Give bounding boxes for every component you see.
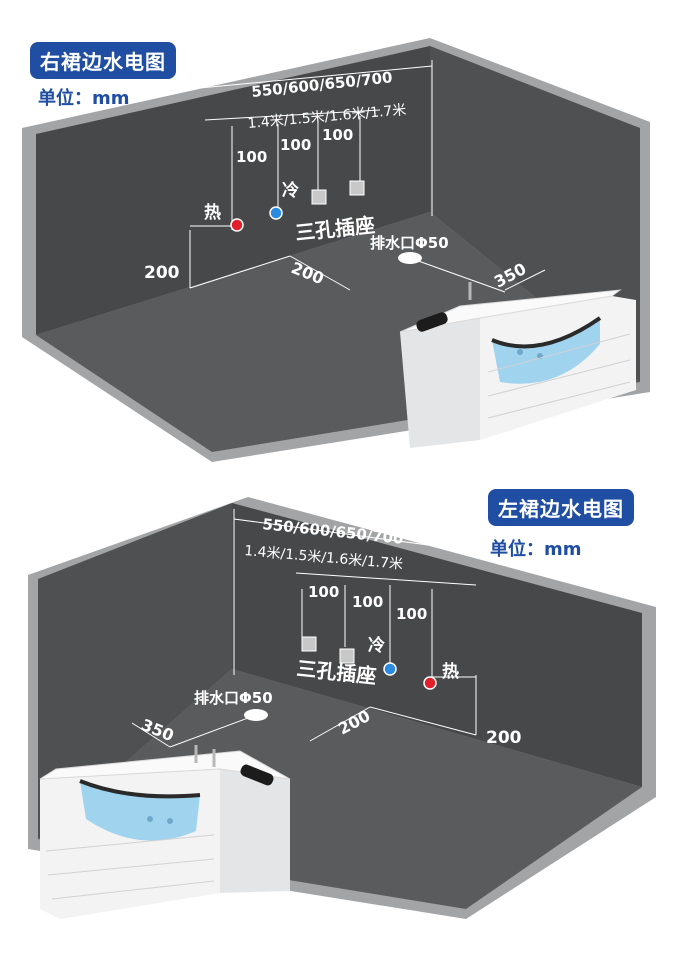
height-label: 200	[144, 263, 180, 283]
right-skirt-room-drawing: 550/600/650/700 1.4米/1.5米/1.6米/1.7米 100 …	[22, 38, 650, 462]
hot-water-point	[423, 676, 437, 690]
hot-water-point	[230, 218, 244, 232]
spacing-label-1: 100	[308, 583, 339, 601]
drain-hole	[244, 709, 268, 721]
drain-label: 排水口Φ50	[370, 234, 449, 252]
left-skirt-diagram: 550/600/650/700 1.4米/1.5米/1.6米/1.7米 100 …	[0, 479, 678, 958]
spacing-label-2: 100	[352, 593, 383, 611]
dimension-lines	[131, 509, 477, 748]
back-wall	[36, 46, 430, 335]
unit-label: 单位：mm	[490, 539, 582, 560]
left-skirt-room-drawing: 550/600/650/700 1.4米/1.5米/1.6米/1.7米 100 …	[28, 497, 656, 919]
spacing-label-3: 100	[396, 605, 427, 623]
spacing-label-1: 100	[236, 148, 267, 166]
cold-water-point	[269, 206, 283, 220]
cold-water-point	[383, 662, 397, 676]
cold-label: 冷	[282, 180, 299, 201]
socket-icon	[311, 189, 327, 205]
dimension-lines	[189, 60, 546, 293]
socket-icon	[301, 636, 317, 652]
height-label: 200	[486, 728, 522, 748]
hot-label: 热	[442, 661, 459, 682]
hot-label: 热	[204, 202, 221, 223]
right-skirt-diagram: 550/600/650/700 1.4米/1.5米/1.6米/1.7米 100 …	[22, 38, 650, 462]
socket-icon	[349, 180, 365, 196]
drain-label: 排水口Φ50	[194, 689, 273, 707]
diagram-title: 右裙边水电图	[30, 42, 176, 79]
bathtub-illustration	[39, 745, 291, 919]
cold-label: 冷	[368, 635, 385, 656]
back-wall	[232, 503, 642, 787]
spacing-label-3: 100	[322, 126, 353, 144]
bathtub-illustration	[399, 282, 636, 448]
drain-hole	[398, 252, 422, 264]
unit-label: 单位：mm	[38, 88, 130, 109]
spacing-label-2: 100	[280, 136, 311, 154]
diagram-title: 左裙边水电图	[488, 489, 634, 526]
left-wall	[38, 503, 232, 839]
socket-icon	[339, 648, 355, 664]
